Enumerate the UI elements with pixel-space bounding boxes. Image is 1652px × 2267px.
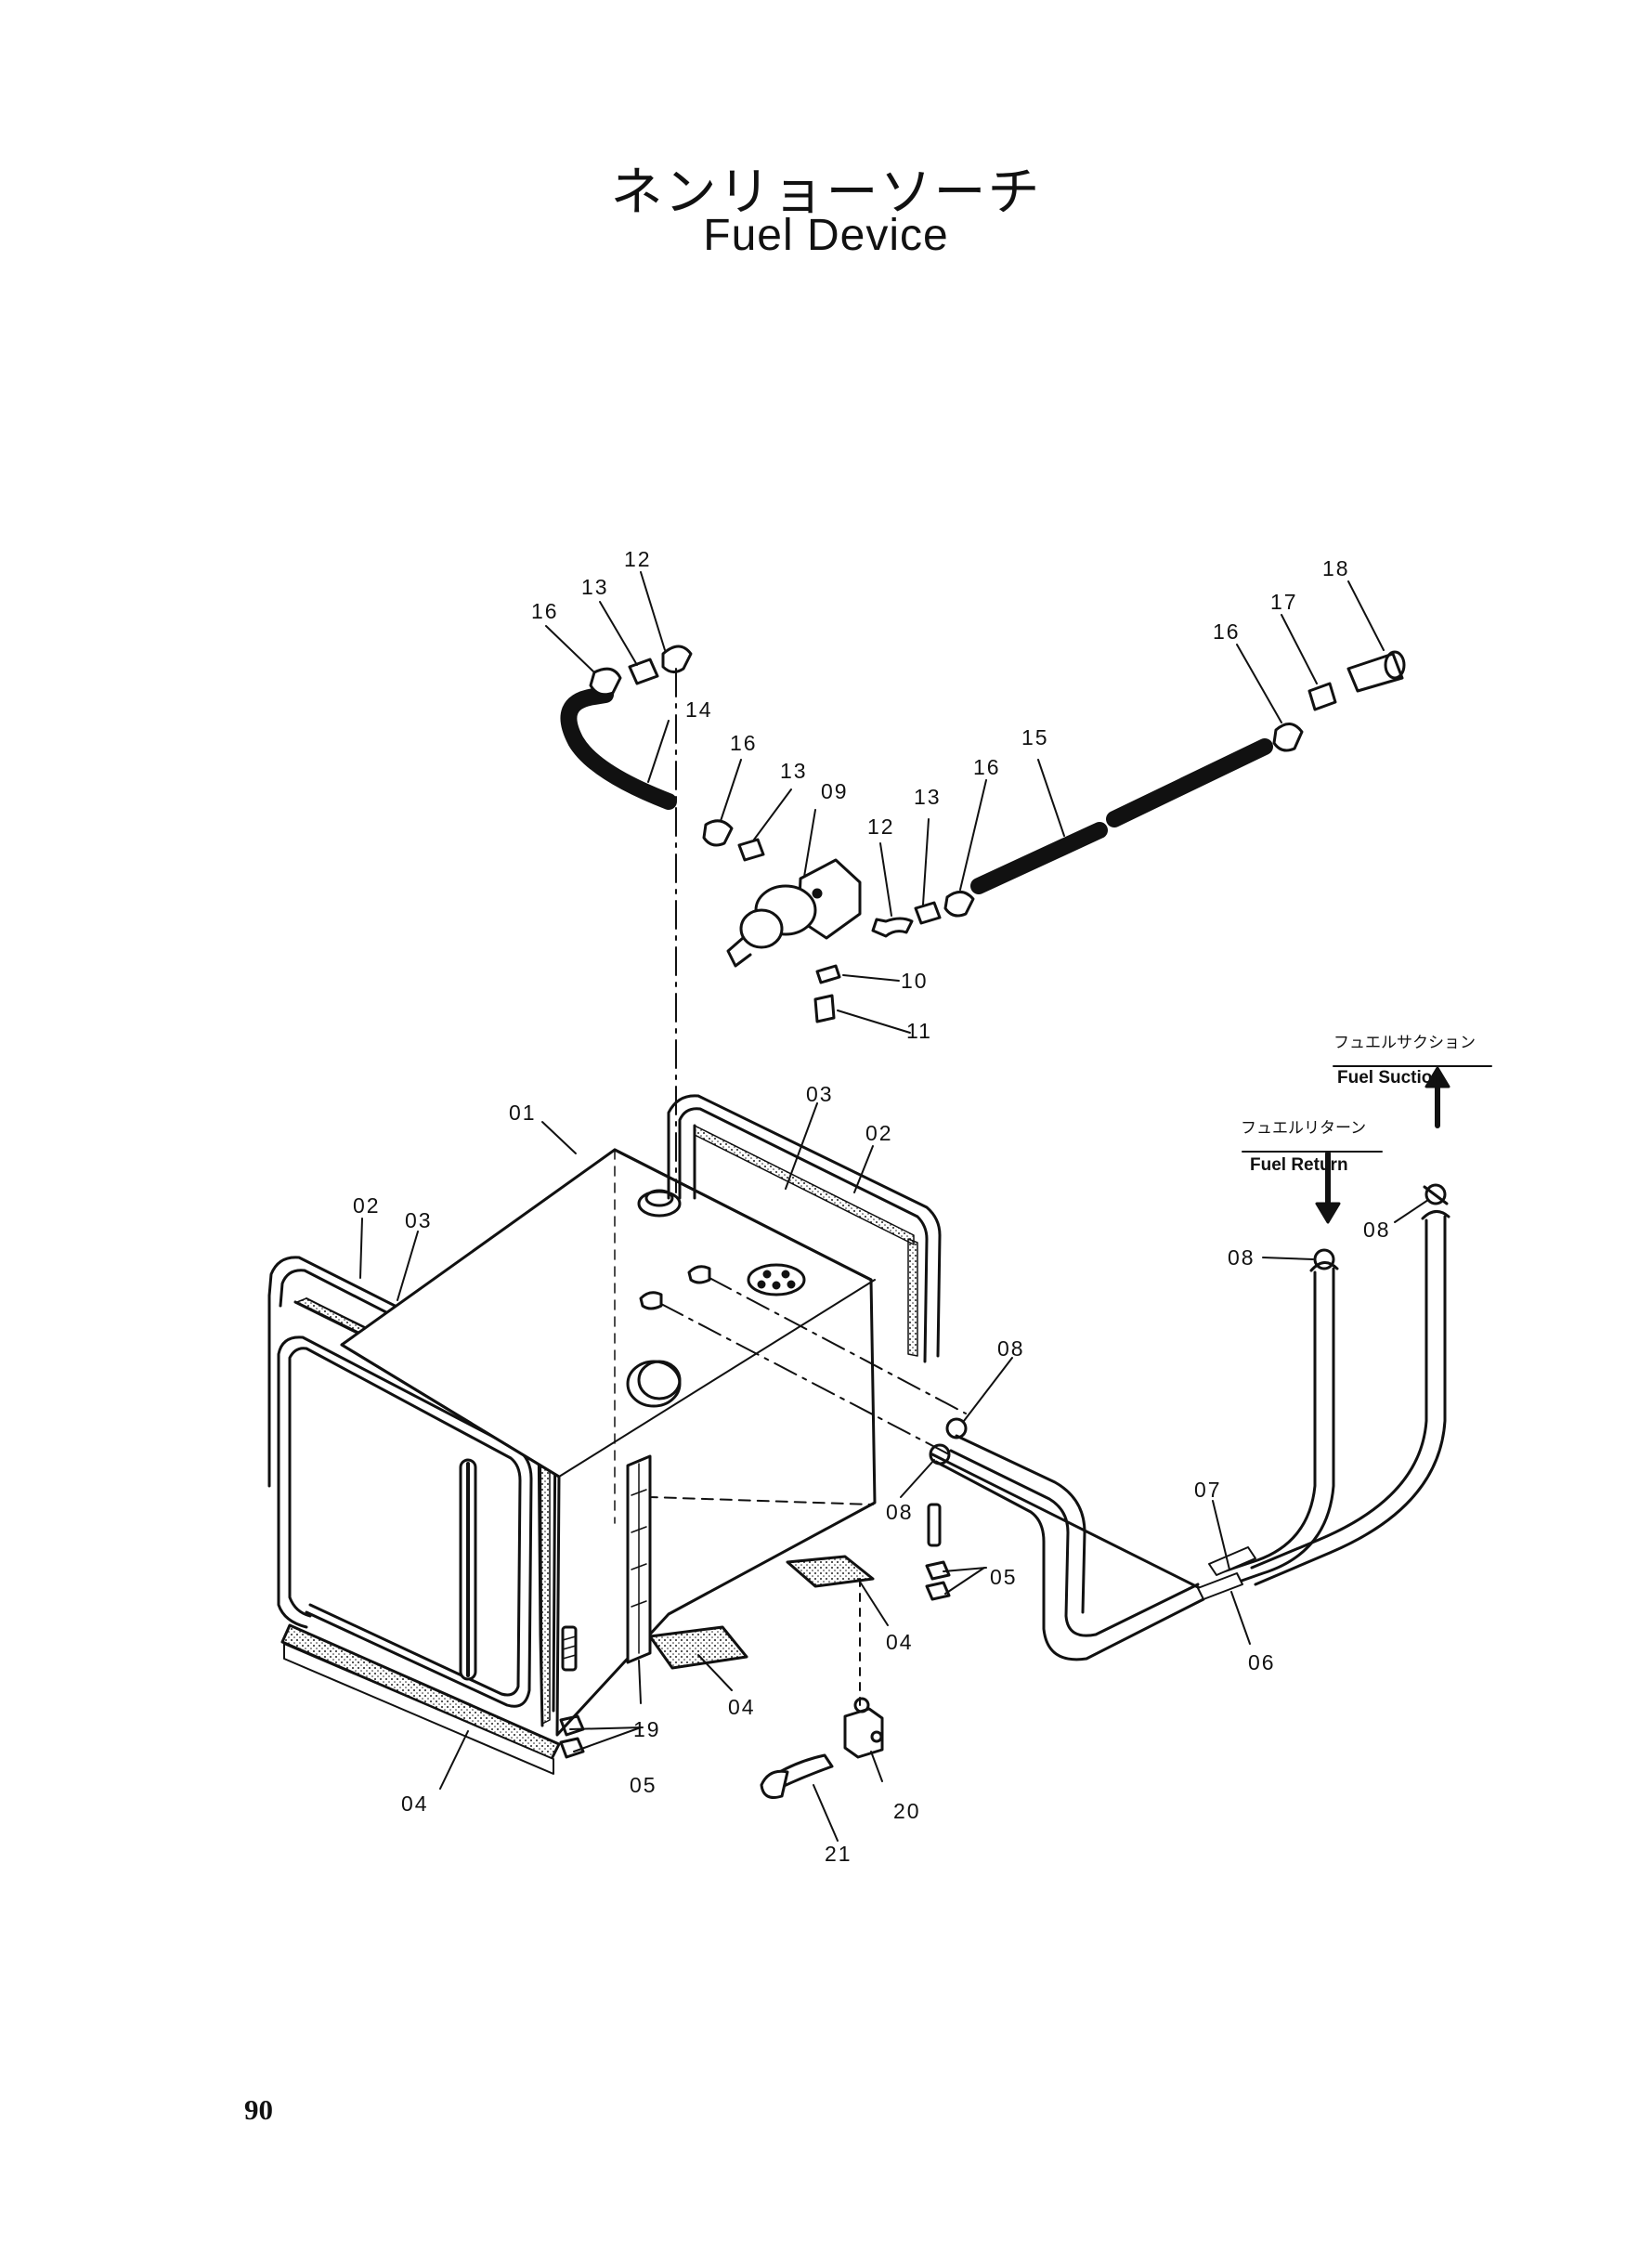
label-08-b: 08	[886, 1500, 914, 1524]
label-08-a: 08	[997, 1336, 1025, 1361]
label-04-a: 04	[401, 1791, 429, 1816]
label-05-left: 05	[630, 1773, 657, 1797]
label-10: 10	[901, 969, 929, 993]
label-15: 15	[1021, 725, 1049, 749]
label-08-d: 08	[1363, 1218, 1391, 1242]
label-08-c: 08	[1228, 1245, 1255, 1270]
label-12-top: 12	[624, 547, 652, 571]
label-13-mid2: 13	[914, 785, 942, 809]
fuel-return-en: Fuel Return	[1250, 1155, 1348, 1175]
label-18: 18	[1322, 556, 1350, 580]
label-20: 20	[893, 1799, 921, 1823]
part-number-labels: 01 02 02 03 03 04 04 04 05 05 06 07 08 0…	[353, 547, 1391, 1866]
label-16-b: 16	[730, 731, 758, 755]
hose-15	[970, 650, 1406, 894]
right-tank-bracket	[667, 1094, 942, 1363]
label-03-right: 03	[806, 1082, 834, 1106]
fuel-filter	[726, 858, 911, 1034]
drain-cock	[760, 1578, 884, 1799]
label-06: 06	[1248, 1650, 1276, 1674]
title-english: Fuel Device	[703, 211, 949, 260]
label-04-c: 04	[886, 1630, 914, 1654]
label-02-right: 02	[865, 1121, 893, 1145]
fuel-tank	[340, 1148, 967, 1737]
label-12-mid: 12	[867, 814, 895, 839]
label-16-a: 16	[531, 599, 559, 623]
label-13-top: 13	[581, 575, 609, 599]
label-13-mid: 13	[780, 759, 808, 783]
label-09: 09	[821, 779, 849, 803]
page-number: 90	[244, 2093, 273, 2126]
label-16-c: 16	[973, 755, 1001, 779]
hose-14	[560, 645, 975, 1193]
label-04-b: 04	[728, 1695, 756, 1719]
label-11: 11	[906, 1019, 932, 1043]
label-02-left: 02	[353, 1193, 381, 1218]
label-17: 17	[1270, 590, 1298, 614]
label-05-right: 05	[990, 1565, 1018, 1589]
label-03-left: 03	[405, 1208, 433, 1232]
leader-lines	[359, 571, 1429, 1842]
tank-mounting-pads	[280, 1555, 875, 1775]
fuel-pipes	[930, 1210, 1450, 1661]
level-gauge	[626, 1454, 652, 1664]
label-07: 07	[1194, 1478, 1222, 1502]
studs-and-nuts	[559, 1503, 951, 1759]
title-japanese: ネンリョーソーチ	[610, 163, 1042, 223]
fuel-suction-ja: フュエルサクション	[1333, 1034, 1476, 1052]
flow-arrows	[1315, 1066, 1450, 1224]
label-14: 14	[685, 697, 713, 722]
fuel-suction-en: Fuel Suction	[1337, 1068, 1443, 1088]
label-01: 01	[509, 1101, 537, 1125]
label-16-d: 16	[1213, 619, 1241, 644]
label-21: 21	[825, 1842, 852, 1866]
hose-clamps	[929, 1183, 1449, 1466]
label-19: 19	[633, 1717, 661, 1741]
flow-notes: フュエルサクション Fuel Suction フュエルリターン Fuel Ret…	[1241, 1034, 1476, 1175]
fuel-return-ja: フュエルリターン	[1241, 1119, 1366, 1138]
